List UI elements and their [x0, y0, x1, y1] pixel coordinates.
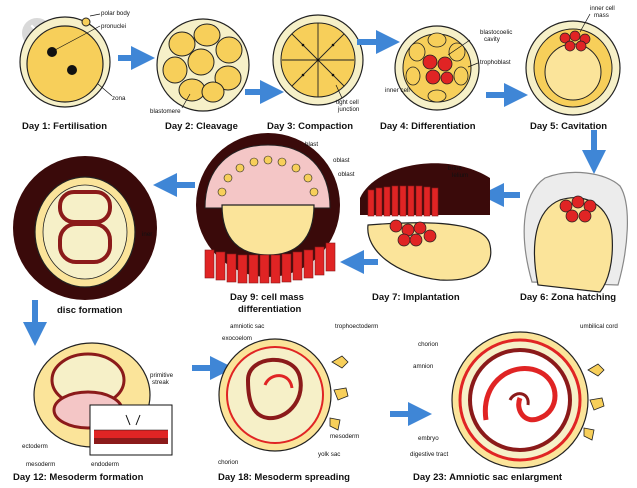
label-d11-inner: iner: [142, 231, 152, 238]
label-mass: mass: [594, 12, 609, 19]
label-junction: junction: [337, 106, 360, 113]
label-polar-body: polar body: [101, 10, 131, 17]
stage-day6: Day 6: Zona hatching: [520, 171, 628, 303]
caption-day1: Day 1: Fertilisation: [22, 121, 107, 132]
polar-body: [81, 17, 91, 27]
caption-day9-line1: Day 9: cell mass: [230, 292, 304, 303]
caption-day11: disc formation: [57, 305, 123, 316]
caption-day6: Day 6: Zona hatching: [520, 292, 616, 303]
label-amniotic-sac: amniotic sac: [230, 323, 264, 330]
caption-day2: Day 2: Cleavage: [165, 121, 238, 132]
label-d9-c: oblast: [338, 171, 355, 178]
stage-day12: primitive streak ectoderm mesoderm endod…: [13, 342, 174, 483]
stage-day1: polar body pronuclei zona Day 1: Fertili…: [19, 10, 131, 132]
label-endoderm: endoderm: [91, 461, 119, 468]
caption-day18: Day 18: Mesoderm spreading: [218, 472, 350, 483]
label-trophoblast: trophoblast: [480, 59, 511, 66]
stage-day5: inner cell mass Day 5: Cavitation: [525, 5, 621, 132]
caption-day7: Day 7: Implantation: [372, 292, 460, 303]
stage-day2: blastomere Day 2: Cleavage: [150, 18, 250, 132]
stage-day23: chorion amnion embryo digestive tract um…: [410, 323, 618, 483]
label-mesoderm: mesoderm: [26, 461, 55, 468]
stage-day4: blastocoelic cavity trophoblast inner ce…: [380, 25, 512, 132]
label-primitive: primitive: [150, 372, 174, 379]
label-d7-b: lelium: [452, 172, 468, 179]
caption-day9-line2: differentiation: [238, 304, 302, 315]
stage-day3: tight cell junction Day 3: Compaction: [267, 14, 364, 132]
label-yolk-sac: yolk sac: [318, 451, 340, 458]
pronucleus: [47, 47, 57, 57]
pronucleus: [67, 65, 77, 75]
caption-day23: Day 23: Amniotic sac enlargment: [413, 472, 563, 483]
stage-day9: blast oblast oblast Day 9: cell mass dif…: [196, 133, 355, 315]
stage-day11: iner disc formation: [13, 156, 157, 316]
caption-day4: Day 4: Differentiation: [380, 121, 476, 132]
zygote: [26, 25, 104, 103]
label-ectoderm: ectoderm: [22, 443, 48, 450]
label-amnion: amnion: [413, 363, 434, 370]
stage-day18: amniotic sac exocoelom trophoectoderm me…: [218, 323, 378, 483]
label-d9-b: oblast: [333, 157, 350, 164]
label-digestive-tract: digestive tract: [410, 451, 448, 458]
label-blastomere: blastomere: [150, 108, 181, 115]
stage-day7: brine lelium Day 7: Implantation: [360, 163, 492, 303]
label-exocoelom: exocoelom: [222, 335, 252, 342]
label-umbilical-cord: umbilical cord: [580, 323, 618, 330]
label-tight-cell: tight cell: [336, 99, 359, 106]
label-d18-mesoderm: mesoderm: [330, 433, 359, 440]
label-blastocoelic: blastocoelic: [480, 29, 512, 36]
label-trophoectoderm: trophoectoderm: [335, 323, 378, 330]
label-d7-a: brine: [448, 165, 462, 172]
caption-day12: Day 12: Mesoderm formation: [13, 472, 144, 483]
caption-day5: Day 5: Cavitation: [530, 121, 607, 132]
label-d18-chorion: chorion: [218, 459, 239, 466]
label-d9-a: blast: [305, 141, 318, 148]
label-d23-chorion: chorion: [418, 341, 439, 348]
label-pronuclei: pronuclei: [101, 23, 126, 30]
label-cavity: cavity: [484, 36, 501, 43]
label-embryo: embryo: [418, 435, 439, 442]
label-zona: zona: [112, 95, 126, 102]
label-inner-cell: inner cell: [385, 87, 410, 94]
label-streak: streak: [152, 379, 170, 386]
caption-day3: Day 3: Compaction: [267, 121, 353, 132]
label-inner-cell-mass: inner cell: [590, 5, 615, 12]
